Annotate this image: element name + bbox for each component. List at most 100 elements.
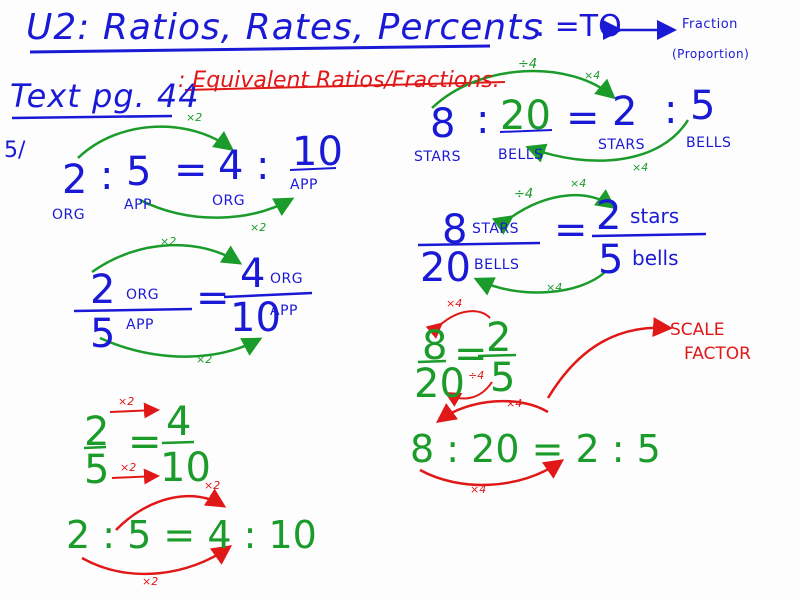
ex5-top-mult: ×4: [570, 177, 587, 190]
ex5-num1-unit: STARS: [472, 221, 520, 237]
ex6-left-bar: [417, 359, 447, 364]
ex5-den1: 20: [420, 245, 471, 291]
ex3-right-bar: [161, 440, 195, 445]
ex2-den1-unit: APP: [126, 317, 154, 333]
ex6-top-arrow: [425, 310, 491, 339]
ex6-den1: 20: [414, 361, 465, 407]
ex6-eq: =: [454, 331, 488, 377]
ex3-mult-top: ×2: [118, 395, 135, 408]
ex2-top-arrow: [91, 243, 243, 274]
ex3-eq: =: [128, 419, 162, 465]
ex5-num2: 2: [596, 193, 622, 239]
ex1-b: 5: [126, 149, 152, 195]
ex1-a: 2: [62, 157, 88, 203]
ex6-ratio-bottom-mult: ×4: [470, 483, 487, 496]
ex2-top-mult: ×2: [160, 235, 177, 248]
ex4-bottom-mult: ×4: [632, 161, 649, 174]
ex5-top-arrow: [491, 189, 617, 235]
ex5-num2-unit: stars: [630, 204, 680, 228]
ex3-mult-bottom: ×2: [120, 461, 137, 474]
ex3-ratio-bottom-arrow: [81, 545, 233, 576]
ex1-colon1: :: [100, 153, 114, 199]
ex4-c-label: STARS: [598, 137, 646, 153]
ex1-bottom-arrow: [139, 197, 295, 219]
ex6-num2: 2: [486, 315, 512, 361]
ex1-d: 10: [292, 129, 343, 175]
ex1-b-label: APP: [124, 197, 152, 213]
ex2-bottom-mult: ×2: [196, 353, 213, 366]
ex2-right-bar: [223, 291, 313, 299]
ex1-fraction-bar: [289, 167, 337, 171]
ex1-top-arrow: [77, 125, 235, 159]
ex2-num2: 4: [240, 251, 266, 297]
ex1-colon2: :: [256, 143, 270, 189]
ex3-num1: 2: [84, 409, 110, 455]
ex4-bottom-arrow: [525, 119, 690, 163]
ex1-a-label: ORG: [52, 207, 86, 223]
ex4-b-label: BELLS: [498, 147, 544, 163]
ex4-c: 2: [612, 89, 638, 135]
text-reference: Text pg. 44: [10, 77, 200, 115]
ex6-mult-top: ×4: [446, 297, 463, 310]
ex4-a-label: STARS: [414, 149, 462, 165]
ex4-a: 8: [430, 101, 456, 147]
ex5-den1-unit: BELLS: [474, 257, 520, 273]
ex6-right-bar: [477, 353, 517, 358]
ex4-colon2: :: [664, 87, 678, 133]
ex6-num1: 8: [422, 323, 448, 369]
ex4-b: 20: [500, 93, 551, 139]
ex3-bottom-mult-arrow: [111, 468, 160, 485]
ex2-den1: 5: [90, 311, 116, 357]
ex1-d-label: APP: [290, 177, 318, 193]
ex4-div-top: ÷4: [518, 57, 538, 72]
to-symbol: : =TO: [535, 9, 622, 44]
ex6-ratio: 8 : 20 = 2 : 5: [410, 427, 661, 471]
proportion-label: (Proportion): [672, 47, 750, 61]
scale-factor-arrow: [546, 317, 673, 399]
ex2-bottom-arrow: [99, 336, 263, 358]
ex6-ratio-top-mult: ×4: [506, 397, 523, 410]
ex4-colon1: :: [476, 97, 490, 143]
scale-factor-label-1: SCALE: [670, 320, 725, 340]
ex3-ratio-top-mult: ×2: [204, 479, 221, 492]
ex4-top-mult: ×4: [584, 69, 601, 82]
ex6-ratio-top-arrow: [435, 399, 549, 423]
ex6-mult-bottom: ÷4: [468, 369, 485, 382]
ex4-d-label: BELLS: [686, 135, 732, 151]
ex2-num2-unit: ORG: [270, 271, 304, 287]
problem-number: 5/: [4, 138, 26, 163]
ex5-bottom-mult: ×4: [546, 281, 563, 294]
ex6-bottom-arrow: [444, 381, 493, 407]
ex3-ratio: 2 : 5 = 4 : 10: [66, 513, 317, 557]
page-title: U2: Ratios, Rates, Percents: [26, 7, 542, 48]
ex4-d: 5: [690, 83, 716, 129]
ex2-eq: =: [196, 275, 230, 321]
subtitle: : Equivalent Ratios/Fractions.: [178, 68, 500, 93]
ex5-den2: 5: [598, 237, 624, 283]
ex1-c-label: ORG: [212, 193, 246, 209]
ex3-ratio-top-arrow: [115, 488, 227, 531]
ex4-eq: =: [566, 95, 600, 141]
ex2-left-bar: [73, 307, 193, 313]
ex5-div-top: ÷4: [514, 187, 534, 202]
ex1-c: 4: [218, 143, 244, 189]
scale-factor-label-2: FACTOR: [684, 344, 751, 364]
ex6-ratio-bottom-arrow: [419, 459, 565, 487]
ex5-eq: =: [554, 207, 588, 253]
ex6-den2: 5: [490, 355, 516, 401]
ex4-top-arrow: [431, 69, 616, 109]
ex5-num1: 8: [442, 207, 468, 253]
ex1-bottom-mult: ×2: [250, 221, 267, 234]
ex5-left-bar: [417, 241, 541, 247]
ex1-top-mult: ×2: [186, 111, 203, 124]
ex2-den2-unit: APP: [270, 303, 298, 319]
ex2-num1-unit: ORG: [126, 287, 160, 303]
ex3-den2: 10: [160, 445, 211, 491]
title-underline: [29, 44, 491, 54]
ex3-ratio-bottom-mult: ×2: [142, 575, 159, 588]
ex2-num1: 2: [90, 267, 116, 313]
ex5-den2-unit: bells: [632, 246, 679, 270]
ex3-den1: 5: [84, 447, 110, 493]
ex2-den2: 10: [230, 295, 281, 341]
